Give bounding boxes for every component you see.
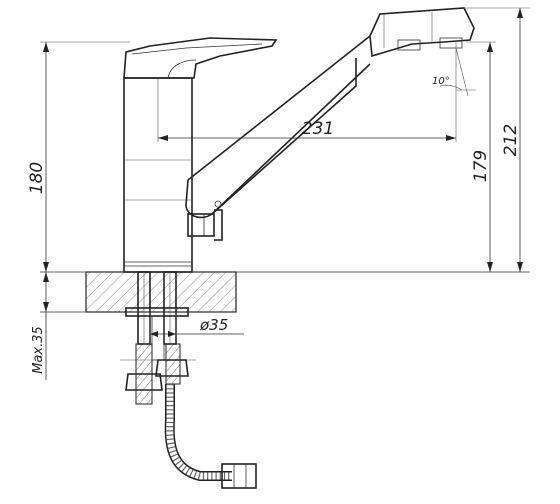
filter-tap [187,200,223,241]
dim-label-180: 180 [27,162,47,194]
dim-label-212: 212 [501,124,521,156]
dim-label-max35: Max.35 [31,326,46,374]
dim-label-231: 231 [302,119,334,139]
dimension-lines [40,7,530,380]
flexible-hoses [125,343,257,489]
dim-label-angle: 10° [432,76,450,87]
spout [185,7,475,219]
dim-label-diameter: ø35 [199,316,228,334]
dim-label-179: 179 [471,150,491,182]
countertop [40,271,530,313]
faucet-body [123,37,278,273]
